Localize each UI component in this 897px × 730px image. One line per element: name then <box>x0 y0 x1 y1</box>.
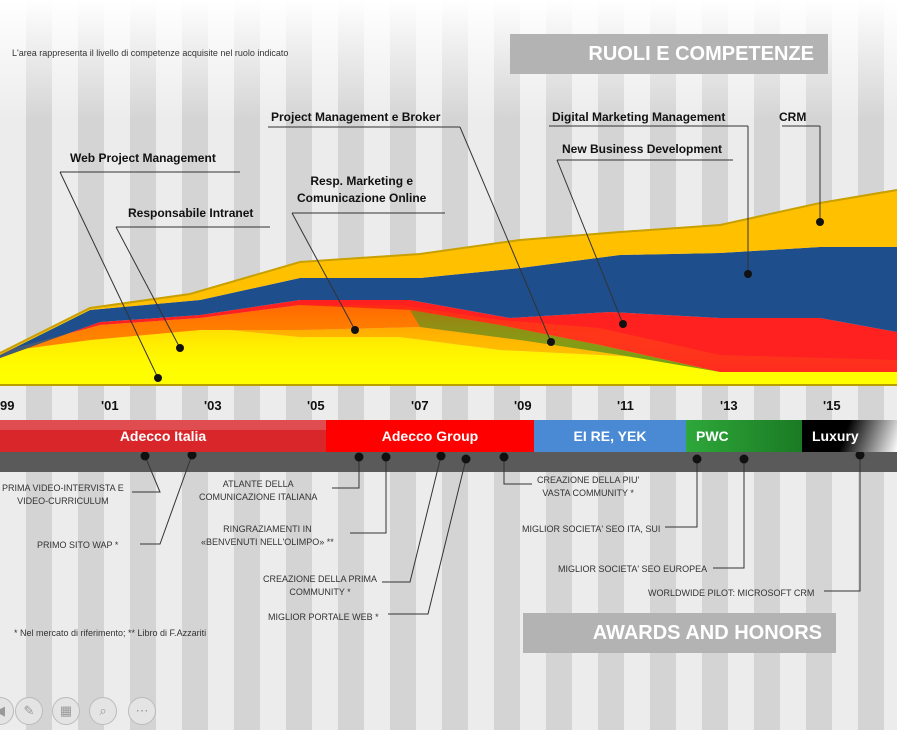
company-ei-re-yek: EI RE, YEK <box>534 420 686 452</box>
award-leader-1 <box>140 454 193 545</box>
award-leader-6 <box>503 457 532 485</box>
award-dot-4 <box>436 451 446 461</box>
award-miglior-portale: MIGLIOR PORTALE WEB * <box>268 612 379 622</box>
company-luxury: Luxury <box>802 420 897 452</box>
company-label: Adecco Italia <box>119 428 207 444</box>
leader-web-project-dot <box>154 374 162 382</box>
label-resp-marketing: Resp. Marketing e Comunicazione Online <box>297 174 427 205</box>
award-dot-3 <box>381 452 391 462</box>
award-ringraziamenti: RINGRAZIAMENTI IN «BENVENUTI NELL'OLIMPO… <box>201 524 334 547</box>
area-digital-marketing-management <box>0 247 897 358</box>
award-dot-0 <box>140 451 150 461</box>
award-primo-sito-wap: PRIMO SITO WAP * <box>37 540 119 550</box>
company-bar-highlight <box>0 420 326 430</box>
year-tick-09: '09 <box>514 398 532 413</box>
company-pwc: PWC <box>686 420 802 452</box>
leader-crm-dot <box>816 218 824 226</box>
award-dot-7 <box>692 454 702 464</box>
award-dot-1 <box>187 450 197 460</box>
award-microsoft-crm: WORLDWIDE PILOT: MICROSOFT CRM <box>648 588 815 598</box>
award-leader-2 <box>332 457 360 489</box>
company-label: Adecco Group <box>381 428 479 444</box>
award-atlante: ATLANTE DELLA COMUNICAZIONE ITALIANA <box>199 479 318 502</box>
pen-icon[interactable]: ✎ <box>15 697 43 725</box>
award-dot-5 <box>461 454 471 464</box>
award-leader-0 <box>132 455 161 493</box>
year-tick-07: '07 <box>411 398 429 413</box>
leader-pm-broker <box>459 126 552 343</box>
award-leader-3 <box>350 457 387 534</box>
year-tick-99: 99 <box>0 398 15 413</box>
leader-web-project <box>59 171 159 379</box>
chart-note: L'area rappresenta il livello di compete… <box>12 48 289 58</box>
leader-new-business-dot <box>619 320 627 328</box>
award-leader-7 <box>665 459 698 528</box>
award-leader-5 <box>388 458 467 615</box>
label-crm: CRM <box>779 110 807 124</box>
timeline-bar <box>0 452 897 472</box>
company-label: Luxury <box>812 428 859 444</box>
leader-resp-marketing-dot <box>351 326 359 334</box>
year-tick-01: '01 <box>101 398 119 413</box>
label-new-business-development: New Business Development <box>562 142 723 156</box>
awards-title: AWARDS AND HONORS <box>592 621 822 644</box>
year-tick-13: '13 <box>720 398 738 413</box>
award-dot-8 <box>739 454 749 464</box>
more-icon[interactable]: ⋯ <box>128 697 156 725</box>
label-web-project-management: Web Project Management <box>70 151 216 165</box>
company-adecco-group: Adecco Group <box>326 420 534 452</box>
area-warm-overlay <box>0 305 897 385</box>
area-top-edge <box>0 189 897 354</box>
roles-title: RUOLI E COMPETENZE <box>588 42 814 65</box>
year-tick-05: '05 <box>307 398 325 413</box>
label-digital-marketing: Digital Marketing Management <box>552 110 726 124</box>
award-leader-4 <box>382 455 442 583</box>
award-prima-community: CREAZIONE DELLA PRIMA COMMUNITY * <box>263 574 378 597</box>
year-tick-11: '11 <box>617 398 634 413</box>
award-seo-ita-sui: MIGLIOR SOCIETA' SEO ITA, SUI <box>522 524 661 534</box>
company-adecco-italia: Adecco Italia <box>0 420 326 452</box>
footnote: * Nel mercato di riferimento; ** Libro d… <box>14 628 207 638</box>
leader-intranet <box>115 226 181 349</box>
company-label: EI RE, YEK <box>573 428 647 444</box>
slides-icon[interactable]: ▦ <box>52 697 80 725</box>
label-responsabile-intranet: Responsabile Intranet <box>128 206 254 220</box>
leader-new-business <box>556 159 624 325</box>
award-seo-europea: MIGLIOR SOCIETA' SEO EUROPEA <box>558 564 708 574</box>
year-tick-03: '03 <box>204 398 222 413</box>
leader-pm-broker-dot <box>547 338 555 346</box>
area-crm <box>0 190 897 355</box>
award-dot-9 <box>855 450 865 460</box>
award-dot-6 <box>499 452 509 462</box>
awards-title-banner: AWARDS AND HONORS <box>523 613 836 653</box>
award-dot-2 <box>354 452 364 462</box>
award-leader-9 <box>824 455 861 592</box>
leader-intranet-dot <box>176 344 184 352</box>
roles-title-banner: RUOLI E COMPETENZE <box>510 34 828 74</box>
leader-digital-marketing-dot <box>744 270 752 278</box>
award-vasta-community: CREAZIONE DELLA PIU' VASTA COMMUNITY * <box>537 475 640 498</box>
leader-resp-marketing <box>291 212 356 331</box>
award-leader-8 <box>713 459 745 569</box>
label-project-management-broker: Project Management e Broker <box>271 110 441 124</box>
year-tick-15: '15 <box>823 398 841 413</box>
award-video-intervista: PRIMA VIDEO-INTERVISTA E VIDEO-CURRICULU… <box>2 483 124 506</box>
zoom-icon[interactable]: ⌕ <box>89 697 117 725</box>
company-label: PWC <box>696 428 729 444</box>
